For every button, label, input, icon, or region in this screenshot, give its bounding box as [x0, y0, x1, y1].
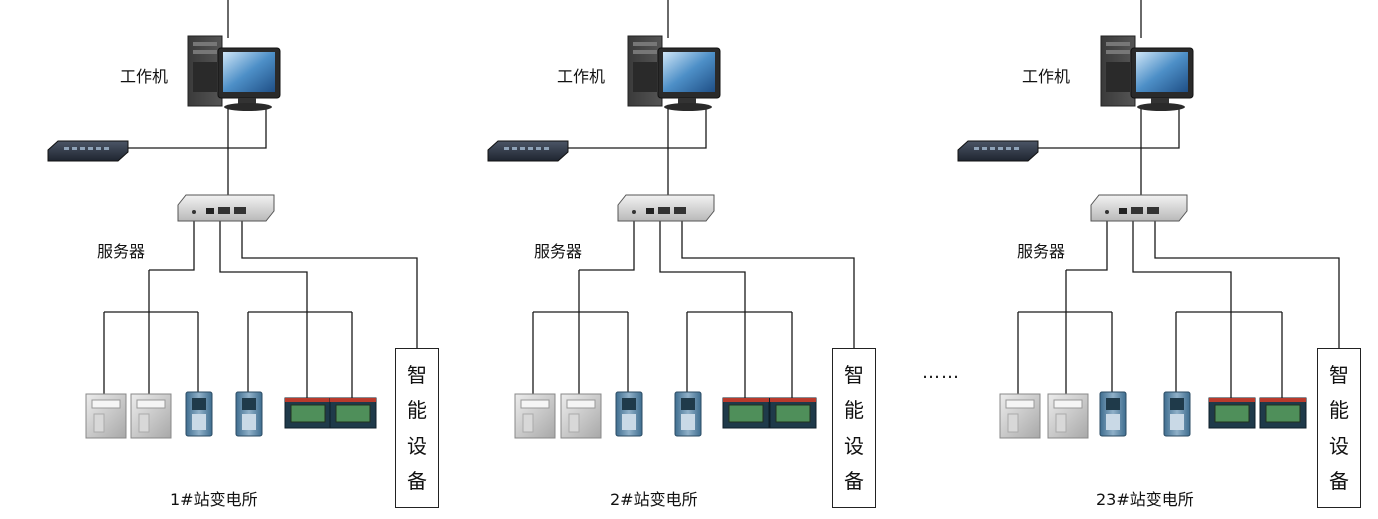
- smart-device-char: 设: [407, 433, 427, 458]
- smart-device-box: 智能设备: [832, 348, 876, 508]
- meter-device-blue: [1099, 391, 1127, 437]
- network-switch-icon: [957, 140, 1039, 162]
- meter-device-red: [722, 397, 770, 429]
- meter-device-red: [769, 397, 817, 429]
- workstation-icon: [187, 35, 281, 111]
- smart-device-char: 设: [1329, 433, 1349, 458]
- server-icon: [177, 194, 275, 222]
- network-switch-icon: [487, 140, 569, 162]
- smart-device-char: 备: [407, 469, 427, 494]
- meter-device-blue: [185, 391, 213, 437]
- station-label: 1#站变电所: [170, 490, 258, 509]
- meter-device-red: [284, 397, 332, 429]
- server-label: 服务器: [534, 242, 583, 261]
- workstation-icon: [1100, 35, 1194, 111]
- smart-device-char: 能: [407, 398, 427, 423]
- meter-device-red: [1208, 397, 1256, 429]
- smart-device-char: 智: [407, 362, 427, 387]
- smart-device-char: 设: [844, 433, 864, 458]
- meter-device-blue: [615, 391, 643, 437]
- meter-device-red: [329, 397, 377, 429]
- workstation-icon: [627, 35, 721, 111]
- server-label: 服务器: [1017, 242, 1066, 261]
- meter-device-grey: [85, 393, 127, 439]
- meter-device-grey: [514, 393, 556, 439]
- smart-device-char: 能: [844, 398, 864, 423]
- meter-device-grey: [130, 393, 172, 439]
- server-icon: [617, 194, 715, 222]
- ellipsis-more-stations: ……: [922, 362, 960, 383]
- smart-device-box: 智能设备: [395, 348, 439, 508]
- station-2: [487, 0, 855, 439]
- station-label: 2#站变电所: [610, 490, 698, 509]
- smart-device-char: 智: [844, 362, 864, 387]
- meter-device-blue: [235, 391, 263, 437]
- smart-device-char: 能: [1329, 398, 1349, 423]
- smart-device-char: 备: [844, 469, 864, 494]
- meter-device-grey: [1047, 393, 1089, 439]
- workstation-label: 工作机: [1022, 67, 1071, 86]
- meter-device-blue: [674, 391, 702, 437]
- meter-device-red: [1259, 397, 1307, 429]
- smart-device-box: 智能设备: [1317, 348, 1361, 508]
- meter-device-grey: [999, 393, 1041, 439]
- station-3: [957, 0, 1340, 439]
- workstation-label: 工作机: [557, 67, 606, 86]
- meter-device-grey: [560, 393, 602, 439]
- station-1: [47, 0, 418, 439]
- smart-device-char: 智: [1329, 362, 1349, 387]
- smart-device-char: 备: [1329, 469, 1349, 494]
- station-label: 23#站变电所: [1096, 490, 1194, 509]
- workstation-label: 工作机: [120, 67, 169, 86]
- server-label: 服务器: [97, 242, 146, 261]
- meter-device-blue: [1163, 391, 1191, 437]
- network-switch-icon: [47, 140, 129, 162]
- server-icon: [1090, 194, 1188, 222]
